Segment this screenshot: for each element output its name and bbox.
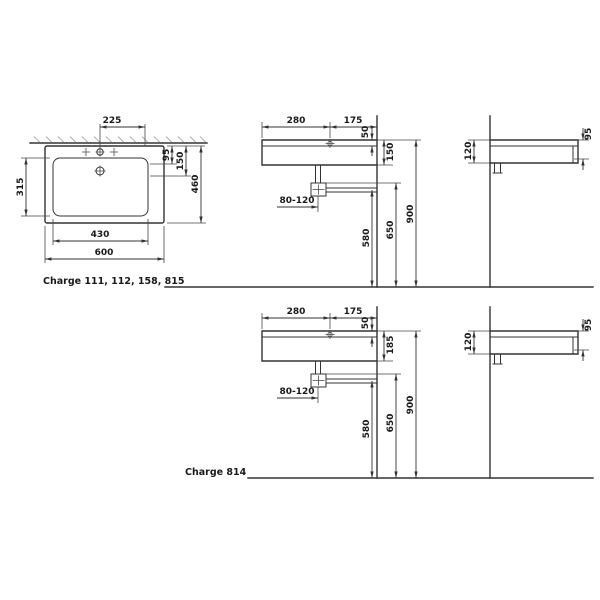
dimensions: 280 175 50 185 580 650 900 80-120: [262, 307, 418, 478]
side-section-bottom: 120 95: [464, 306, 594, 479]
extension-lines: [261, 122, 421, 212]
dimensions: 120 95: [464, 319, 594, 361]
bowl-outline: [52, 157, 149, 217]
tap-hole-mark: [325, 330, 335, 339]
extension-lines: [261, 313, 421, 403]
dim-body-height: 120: [464, 333, 474, 352]
dim-deck-step: 50: [361, 126, 371, 139]
basin-profile: [489, 330, 579, 355]
dim-bowl-depth: 315: [16, 178, 26, 197]
dim-waste-height: 580: [362, 229, 372, 248]
dim-rim-height: 900: [406, 396, 416, 415]
dim-rim-to-overflow: 95: [584, 319, 594, 332]
extension-lines: [468, 330, 589, 355]
dim-body-height: 185: [386, 336, 396, 355]
extension-lines: [21, 124, 206, 263]
basin-profile: [261, 330, 378, 362]
dim-tap-depth-1: 95: [162, 149, 172, 162]
tap-hole-mark: [325, 139, 335, 148]
dim-overall-width: 600: [95, 248, 114, 258]
drain-trap: [310, 360, 378, 388]
drain-trap: [310, 164, 378, 197]
dim-edge-to-tap: 280: [287, 307, 306, 317]
basin-profile: [489, 139, 579, 164]
variant-caption-bottom: Charge 814: [185, 467, 594, 479]
dim-tap-to-wall: 175: [344, 116, 363, 126]
drain-stub: [492, 353, 503, 365]
dimensions: 280 175 50 150 580 650 900 80-120: [262, 116, 418, 287]
drain-stub: [492, 162, 503, 174]
dimensions: 120 95: [464, 128, 594, 170]
basin-outline: [44, 145, 165, 224]
dim-rim-to-overflow: 95: [584, 128, 594, 141]
plan-view: 225 95 150 460 315 430 600: [16, 116, 208, 263]
front-elevation-bottom: 280 175 50 185 580 650 900 80-120: [261, 306, 421, 479]
dim-rim-height: 900: [406, 205, 416, 224]
basin-profile: [261, 139, 378, 166]
dim-trap-range: 80-120: [279, 196, 314, 206]
variant-label-top: Charge 111, 112, 158, 815: [43, 276, 184, 287]
variant-caption-top: Charge 111, 112, 158, 815: [43, 276, 594, 288]
wall-hatching: [33, 136, 207, 143]
dim-overall-depth: 460: [191, 175, 201, 194]
dim-body-height: 150: [386, 143, 396, 162]
front-elevation-top: 280 175 50 150 580 650 900 80-120: [261, 115, 421, 288]
dim-deck-step: 50: [361, 317, 371, 330]
dim-edge-to-tap: 280: [287, 116, 306, 126]
dim-outlet-height: 650: [386, 221, 396, 240]
side-section-top: 120 95: [464, 115, 594, 288]
extension-lines: [468, 139, 589, 164]
dim-tap-to-edge: 225: [103, 116, 122, 126]
plan-dimensions: 225 95 150 460 315 430 600: [16, 116, 203, 261]
drain-mark: [94, 165, 106, 177]
dim-bowl-width: 430: [91, 230, 110, 240]
dim-tap-to-wall: 175: [344, 307, 363, 317]
dim-body-height: 120: [464, 142, 474, 161]
dim-outlet-height: 650: [386, 414, 396, 433]
variant-label-bottom: Charge 814: [185, 467, 247, 478]
dim-trap-range: 80-120: [279, 387, 314, 397]
dim-tap-depth-2: 150: [176, 152, 186, 171]
dim-waste-height: 580: [362, 420, 372, 439]
